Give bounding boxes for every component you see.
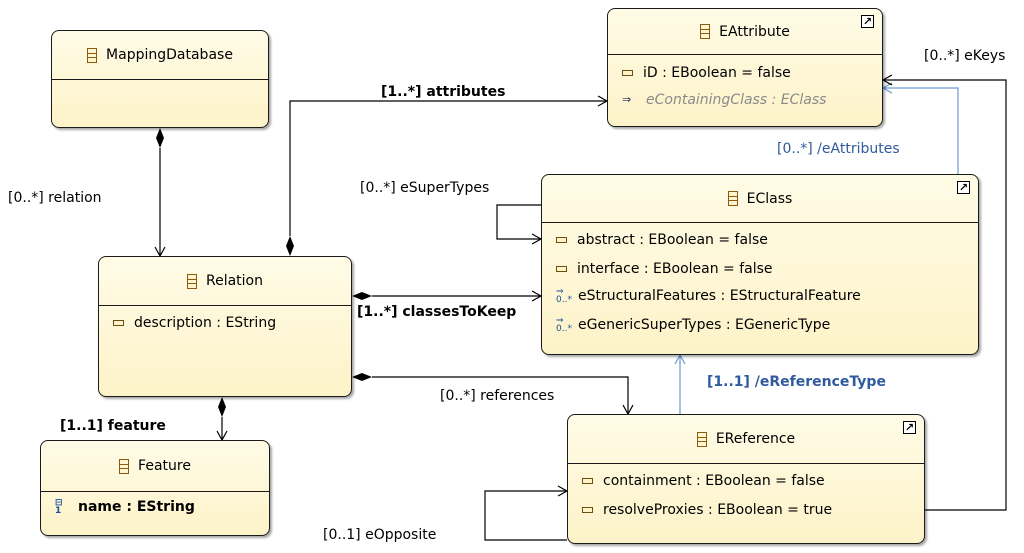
attribute-description[interactable]: description : EString [113,315,276,331]
class-header: EReference [568,415,924,464]
attribute-econtaining-class[interactable]: ⇒ eContainingClass : EClass [622,92,827,108]
edge-classes-to-keep[interactable] [352,290,543,302]
label-eopposite: [0..1] eOpposite [323,527,437,543]
label-feature: [1..1] feature [60,418,166,434]
class-name: EReference [715,431,796,447]
edge-eattributes[interactable] [881,82,959,174]
class-name: EClass [746,190,793,207]
label-esupertypes: [0..*] eSuperTypes [360,180,490,196]
class-name: Relation [206,273,263,289]
edge-feature[interactable] [216,397,228,442]
label-relation: [0..*] relation [8,190,102,206]
attribute-icon [622,70,633,76]
class-mapping-database[interactable]: MappingDatabase [51,30,269,128]
label-attributes: [1..*] attributes [381,84,506,100]
class-header: MappingDatabase [52,31,268,80]
class-icon [119,458,130,474]
attribute-resolve-proxies[interactable]: resolveProxies : EBoolean = true [582,502,832,518]
edge-attributes[interactable] [286,95,609,256]
class-icon [700,24,711,39]
class-name: Feature [138,458,191,474]
attribute-icon [582,478,593,484]
attribute-egeneric-super-types[interactable]: ⇒0..* eGenericSuperTypes : EGenericType [556,316,831,334]
attribute-name[interactable]: ⊟1 name : EString [55,498,195,516]
id-attribute-icon: ⊟1 [55,498,63,516]
edge-ekeys[interactable] [881,74,1007,511]
link-icon[interactable]: ↗ [957,181,970,194]
label-classes-to-keep: [1..*] classesToKeep [357,304,517,320]
class-name: EAttribute [719,23,790,40]
class-header: Feature [41,441,269,492]
class-name: MappingDatabase [106,47,233,63]
label-ereference-type: [1..1] /eReferenceType [707,374,886,390]
edge-relation[interactable] [154,128,166,258]
attribute-icon [582,507,593,513]
class-feature[interactable]: Feature ⊟1 name : EString [40,440,270,536]
link-icon[interactable]: ↗ [903,421,916,434]
attribute-interface[interactable]: interface : EBoolean = false [556,261,773,277]
attribute-icon [556,237,567,243]
label-eattributes: [0..*] /eAttributes [777,141,900,157]
attribute-containment[interactable]: containment : EBoolean = false [582,473,825,489]
label-ekeys: [0..*] eKeys [924,48,1006,64]
attribute-abstract[interactable]: abstract : EBoolean = false [556,232,768,248]
edge-references[interactable] [352,373,634,416]
class-icon [187,273,197,289]
attribute-icon [113,320,124,326]
class-ereference[interactable]: EReference ↗ containment : EBoolean = fa… [567,414,925,544]
class-icon [696,431,707,447]
many-reference-icon: ⇒0..* [556,287,572,305]
class-relation[interactable]: Relation description : EString [98,256,352,397]
class-header: EClass [542,175,978,223]
class-eclass[interactable]: EClass ↗ abstract : EBoolean = false int… [541,174,979,355]
label-references: [0..*] references [440,388,555,404]
class-icon [87,47,98,63]
reference-icon: ⇒ [622,93,632,106]
attribute-id[interactable]: iD : EBoolean = false [622,65,791,81]
edge-eopposite[interactable] [484,485,569,541]
link-icon[interactable]: ↗ [861,15,874,28]
class-eattribute[interactable]: EAttribute ↗ iD : EBoolean = false ⇒ eCo… [607,8,883,127]
many-reference-icon: ⇒0..* [556,316,572,334]
attribute-icon [556,266,567,272]
class-header: Relation [99,257,351,306]
edge-esupertypes[interactable] [496,204,543,245]
attribute-estructural-features[interactable]: ⇒0..* eStructuralFeatures : EStructuralF… [556,287,861,305]
class-header: EAttribute [608,9,882,55]
class-icon [727,191,738,206]
